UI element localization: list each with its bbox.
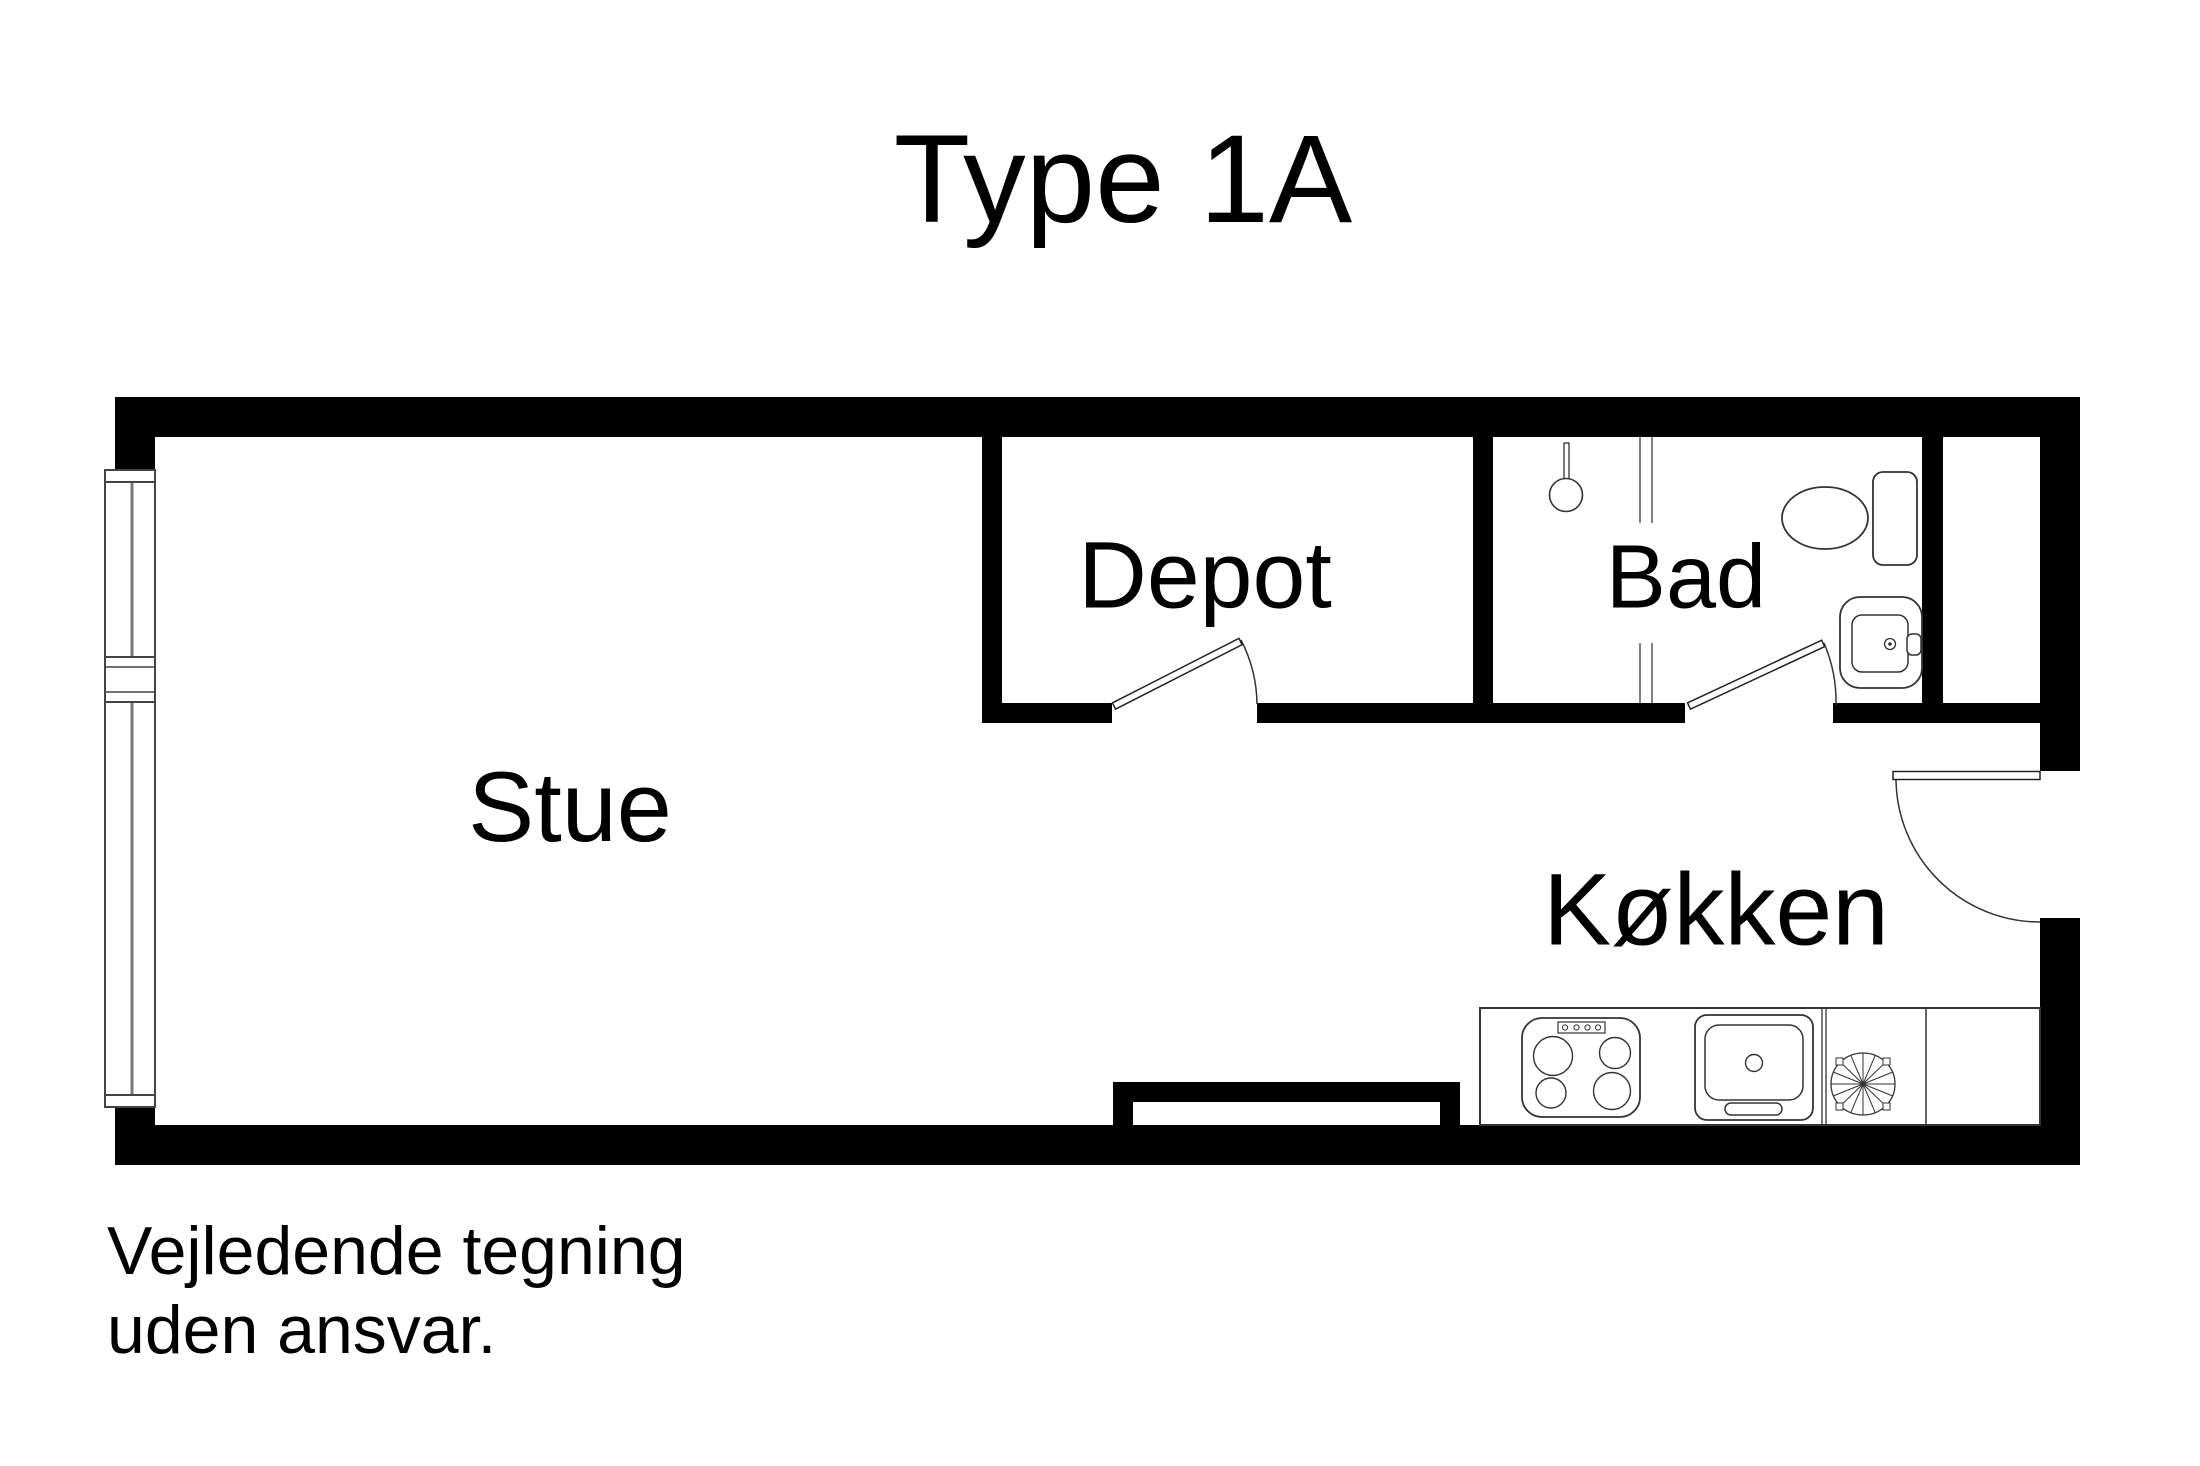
disclaimer-line-2: uden ansvar. <box>107 1292 497 1368</box>
disclaimer-line-1: Vejledende tegning <box>107 1213 686 1289</box>
entrance-door-leaf <box>1892 770 2041 781</box>
stove-icon <box>1521 1017 1641 1118</box>
window-wall-left <box>104 469 156 1108</box>
toilet-icon <box>1781 471 1918 566</box>
shower-drain <box>1548 477 1584 513</box>
radiator <box>1113 1082 1460 1125</box>
bad-door-leaf <box>1686 639 1826 711</box>
window-frame <box>104 469 156 1108</box>
interior-wall-middle-bottom <box>1257 703 1685 723</box>
stove-control-panel <box>1557 1021 1606 1034</box>
window-sill-top <box>104 469 156 483</box>
burner-top-right <box>1598 1036 1632 1070</box>
depot-door-swing-arc <box>1240 639 1258 705</box>
right-wall-upper <box>2040 437 2080 771</box>
walls <box>115 397 2080 1165</box>
window-sill-bottom <box>104 1094 156 1108</box>
burner-top-left <box>1532 1035 1574 1077</box>
room-label-stue: Stue <box>468 751 672 862</box>
kitchen-sink-icon <box>1694 1014 1814 1121</box>
left-wall-stub-top <box>115 437 155 470</box>
bad-door <box>1686 639 1837 711</box>
toilet-bowl <box>1781 486 1869 550</box>
shower-drain-icon <box>1548 442 1584 513</box>
room-label-depot: Depot <box>1078 522 1332 629</box>
spiral-fan-icon <box>1830 1052 1896 1116</box>
entrance-door <box>1892 770 2041 923</box>
page-title: Type 1A <box>893 110 1353 249</box>
left-wall-stub-bottom <box>115 1107 155 1125</box>
disclaimer-text: Vejledende tegning uden ansvar. <box>107 1212 686 1370</box>
bad-door-swing-arc <box>1823 642 1837 706</box>
depot-door-leaf <box>1111 637 1244 711</box>
right-wall-lower <box>2040 918 2080 1165</box>
sink-faucet <box>1724 1102 1783 1116</box>
entrance-door-swing-arc <box>1895 779 2041 923</box>
interior-wall-shaft-bottom <box>1833 703 2040 723</box>
depot-door <box>1111 637 1258 711</box>
window-mullion-middle <box>104 656 156 703</box>
toilet-cistern <box>1872 471 1918 566</box>
washbasin-faucet <box>1906 633 1922 656</box>
burner-bottom-right <box>1592 1071 1632 1111</box>
washbasin-icon <box>1839 596 1923 689</box>
sink-drain <box>1744 1053 1764 1073</box>
depot-bad-divider-wall <box>1473 437 1493 703</box>
fan-spokes <box>1831 1053 1895 1115</box>
burner-bottom-left <box>1535 1077 1567 1109</box>
depot-left-wall <box>982 437 1002 703</box>
washbasin-inner <box>1851 614 1909 673</box>
bottom-wall <box>115 1125 2080 1165</box>
room-label-bad: Bad <box>1605 527 1767 628</box>
shower-partition <box>1639 437 1653 703</box>
interior-wall-depot-bottom <box>982 703 1112 723</box>
room-label-kokken: Køkken <box>1543 852 1889 967</box>
bad-right-wall <box>1922 437 1943 703</box>
top-wall <box>115 397 2080 437</box>
